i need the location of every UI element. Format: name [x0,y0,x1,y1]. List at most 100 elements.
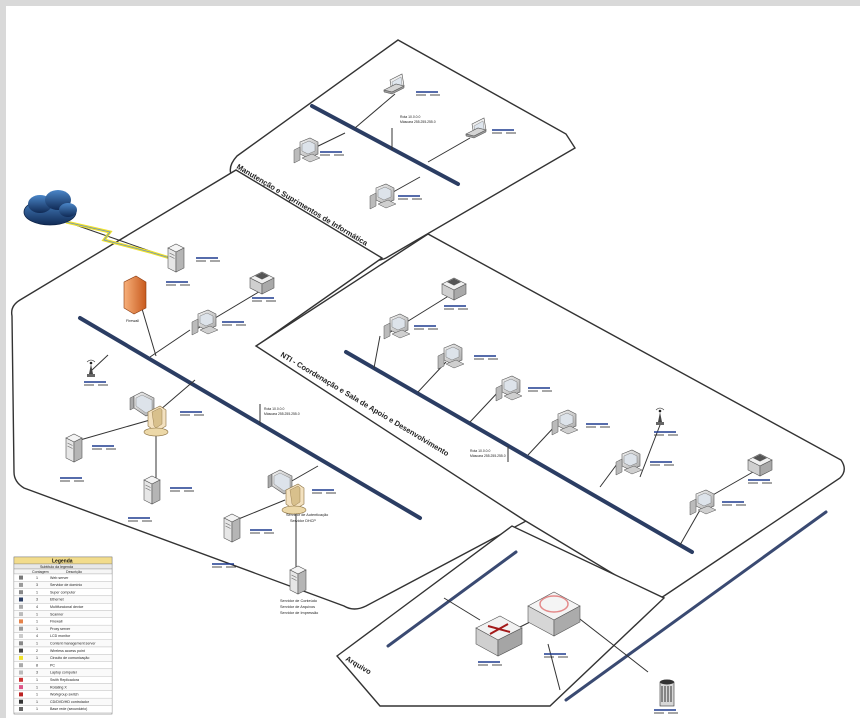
legend-row-count: 1 [36,678,38,682]
legend-row-count: 1 [36,642,38,646]
internet-cloud-icon [24,190,77,225]
legend-row: 1 Workgroup switch [14,691,112,698]
legend-symbol-icon [19,583,23,587]
legend-row: 3 Laptop computer [14,669,112,676]
legend-row-desc: Super computer [50,590,76,594]
legend-row-desc: Rotating X [50,685,67,689]
legend-rows: 1Web server3Servidor de domínio1Super co… [14,574,112,713]
legend-row-count: 1 [36,700,38,704]
svg-text:Servidor de Conteúdo: Servidor de Conteúdo [280,599,317,603]
legend-row-desc: Firewall [50,620,63,624]
legend-symbol-icon [19,692,23,696]
legend-row-desc: Wireless access point [50,649,85,653]
legend-row: 1 Scanner [14,611,112,618]
legend-row: 1 Base rede (secundário) [14,705,112,712]
legend-symbol-icon [19,707,23,711]
legend-row: 8 PC [14,662,112,669]
legend-subtitle: Subtítulo da legenda [40,565,73,569]
svg-text:Rota 10.0.0.0: Rota 10.0.0.0 [470,449,490,453]
legend-row-desc: Laptop computer [50,671,78,675]
legend-row-count: 1 [36,627,38,631]
legend-row-count: 3 [36,583,38,587]
legend-symbol-icon [19,685,23,689]
legend-row-desc: Servidor de domínio [50,583,82,587]
legend-row: 1 Firewall [14,618,112,625]
legend-col-desc: Descrição [66,570,82,574]
web-server-icon [66,434,82,462]
legend-symbol-icon [19,671,23,675]
legend-row-desc: Scanner [50,612,64,616]
legend-symbol-icon [19,612,23,616]
svg-text:Máscara 255.255.255.0: Máscara 255.255.255.0 [400,120,436,124]
legend-row: 1 Rotating X [14,684,112,691]
legend-symbol-icon [19,649,23,653]
legend-symbol-icon [19,634,23,638]
svg-text:Servidor de Impressão: Servidor de Impressão [280,611,318,615]
legend-row-desc: Web server [50,576,69,580]
legend-row-count: 2 [36,649,38,653]
content-server-icon [224,514,240,542]
legend-symbol-icon [19,700,23,704]
legend-symbol-icon [19,663,23,667]
svg-text:Servidor DHCP: Servidor DHCP [290,519,316,523]
network-diagram: Manutenção e Suprimentos de Informática … [6,6,860,718]
legend-symbol-icon [19,619,23,623]
legend-symbol-icon [19,678,23,682]
legend-row: 1 Content management server [14,640,112,647]
file-server-icon [290,566,306,594]
firewall-label: Firewall [126,319,139,323]
proxy-server-icon [168,244,184,272]
legend-row-count: 4 [36,605,38,609]
legend-symbol-icon [19,576,23,580]
legend-row-count: 1 [36,656,38,660]
svg-text:Rota 10.0.0.0: Rota 10.0.0.0 [400,115,420,119]
legend-row-desc: Content management server [50,642,96,646]
legend-row-desc: Swith Replicadora [50,678,79,682]
legend-symbol-icon [19,627,23,631]
legend-row: 2 Wireless access point [14,647,112,654]
legend-symbol-icon [19,641,23,645]
cd-dvd-hd-icon [660,680,674,707]
legend-symbol-icon [19,605,23,609]
legend-row-desc: CD/DVD/HD controlador [50,700,90,704]
legend-row-count: 1 [36,620,38,624]
domain-server-icon [144,476,160,504]
firewall-icon [124,276,146,314]
legend-row: 3 Servidor de domínio [14,581,112,588]
legend-row-count: 1 [36,612,38,616]
legend-row: 1 CD/DVD/HD controlador [14,698,112,705]
legend-row-count: 3 [36,671,38,675]
legend-row-count: 1 [36,707,38,711]
legend-col-count: Contagem [32,570,49,574]
legend-symbol-icon [19,656,23,660]
diagram-canvas: Manutenção e Suprimentos de Informática … [6,6,860,718]
legend-row-count: 1 [36,590,38,594]
svg-text:Máscara 255.255.255.0: Máscara 255.255.255.0 [264,412,300,416]
legend-row-desc: LCD monitor [50,634,71,638]
legend-row-count: 3 [36,598,38,602]
legend-row-desc: Proxy server [50,627,71,631]
svg-text:Servidor de Autenticação: Servidor de Autenticação [286,513,328,517]
legend-row-desc: PC [50,663,55,667]
legend-row-desc: Base rede (secundário) [50,707,87,711]
svg-text:Servidor de Arquivos: Servidor de Arquivos [280,605,315,609]
legend-row-count: 8 [36,663,38,667]
legend-row-count: 1 [36,693,38,697]
legend-title: Legenda [52,559,73,565]
legend-row-desc: Workgroup switch [50,693,79,697]
legend-row-count: 1 [36,685,38,689]
legend-row-count: 1 [36,576,38,580]
legend-row: 1 Swith Replicadora [14,676,112,683]
svg-text:Máscara 255.255.255.0: Máscara 255.255.255.0 [470,454,506,458]
file-server-label: Servidor de Conteúdo Servidor de Arquivo… [280,599,318,615]
legend: Legenda Subtítulo da legenda Contagem De… [14,557,112,714]
legend-symbol-icon [19,598,23,602]
legend-row: 1 Circuito de comunicação [14,654,112,661]
legend-row: 1 Proxy server [14,625,112,632]
legend-symbol-icon [19,590,23,594]
device-label [654,710,678,713]
legend-row: 1 Web server [14,574,112,581]
legend-row-desc: Circuito de comunicação [50,656,89,660]
legend-row: 1 Super computer [14,589,112,596]
